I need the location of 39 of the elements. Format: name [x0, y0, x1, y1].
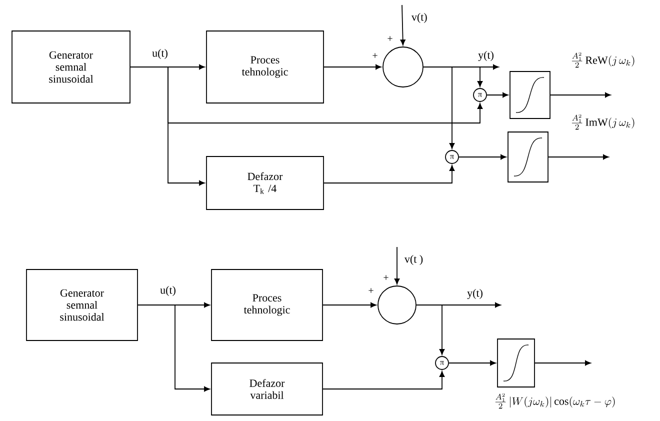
arrow	[458, 154, 506, 160]
plus-sign: +	[372, 53, 378, 58]
arrow	[416, 304, 445, 355]
arrow	[394, 246, 400, 284]
summing-junction	[382, 46, 424, 88]
process-box: Proces tehnologic	[206, 30, 324, 104]
edge-label: u(t)	[159, 285, 177, 297]
plus-sign: +	[368, 288, 374, 293]
arrow	[322, 302, 376, 308]
edge-label: u(t)	[151, 48, 169, 60]
arrow	[448, 360, 496, 366]
plus-sign: +	[388, 36, 392, 41]
plus-sign: +	[384, 275, 388, 280]
arrow	[400, 4, 406, 46]
arrow	[138, 304, 210, 392]
arrow	[423, 66, 455, 149]
integrator-box	[508, 132, 548, 182]
arrow	[550, 92, 611, 98]
edge-label: y(t)	[466, 288, 484, 300]
generator-box: Generator semnal sinusoidal	[12, 30, 130, 104]
integrator-box	[510, 71, 550, 119]
arrow	[324, 165, 455, 184]
process-box: Proces tehnologic	[211, 269, 323, 341]
edge-label: $\frac{A_1^2}{2}\left|W(j\omega_k)\right|\cos(\omega_k\tau-\varphi)$	[493, 392, 617, 410]
arrow	[322, 371, 445, 390]
edge-label: v(t)	[410, 12, 428, 24]
edge-label: $\frac{A_1^2}{2}\,\mathrm{ImW}(j\,\omega_k)$	[570, 113, 636, 131]
arrow	[486, 92, 508, 98]
arrow	[324, 64, 382, 70]
arrow	[534, 360, 591, 366]
summing-junction	[378, 286, 416, 324]
integrator-box	[497, 338, 535, 388]
arrow	[548, 154, 609, 160]
phase-shifter-box: Defazor variabil	[211, 362, 323, 416]
edge-label: v(t )	[403, 254, 424, 266]
generator-box: Generator semnal sinusoidal	[26, 269, 138, 341]
edge-label: y(t)	[477, 50, 495, 62]
edge-label: $\frac{A_1^2}{2}\,\mathrm{ReW}(j\,\omega_k)$	[570, 51, 636, 69]
phase-shifter-box: Defazor T$_{k}$ /4	[206, 156, 324, 210]
